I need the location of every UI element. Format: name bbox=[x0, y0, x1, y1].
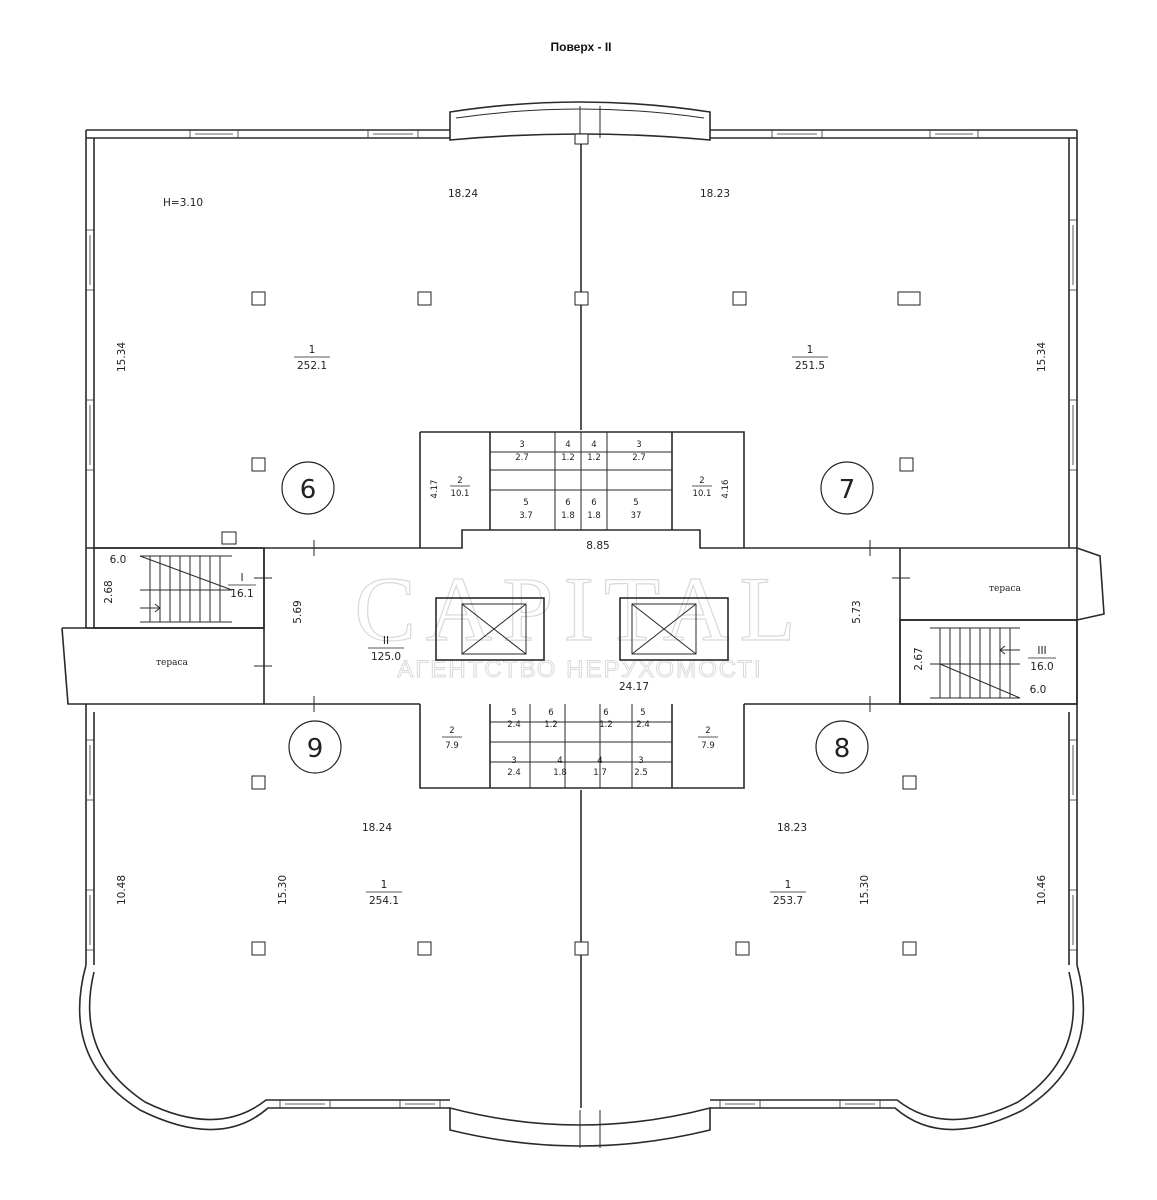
office-9-number: 1 bbox=[381, 879, 388, 891]
dim-bottom-left-width: 18.24 bbox=[362, 822, 392, 834]
office-8-number: 1 bbox=[785, 879, 792, 891]
terrace-right-label: тераса bbox=[989, 584, 1021, 594]
interior-walls bbox=[93, 140, 1078, 1108]
stair-I-number: I bbox=[240, 572, 243, 584]
wet-top-area: 1.2 bbox=[587, 453, 601, 463]
wet-bottom-area: 1.7 bbox=[593, 768, 607, 778]
office-7-area: 251.5 bbox=[795, 360, 825, 372]
wet-top-num: 6 bbox=[565, 498, 570, 508]
dim-stair-III-width: 6.0 bbox=[1030, 684, 1047, 696]
wet-top-area: 1.8 bbox=[561, 511, 575, 521]
wet-top-num: 6 bbox=[591, 498, 596, 508]
wet-bottom-area: 1.2 bbox=[599, 720, 613, 730]
watermark: CAPITAL АГЕНТСТВО НЕРУХОМОСТІ bbox=[354, 557, 805, 683]
height-note: H=3.10 bbox=[163, 197, 203, 209]
dim-right-top-height: 15.34 bbox=[1036, 342, 1048, 372]
wet-top-num: 4 bbox=[591, 440, 596, 450]
dim-5-73: 5.73 bbox=[851, 600, 863, 623]
unit-number-8: 8 bbox=[834, 734, 851, 764]
dim-8-85: 8.85 bbox=[586, 540, 609, 552]
office-8-area: 253.7 bbox=[773, 895, 803, 907]
dim-2-68: 2.68 bbox=[103, 580, 115, 603]
wet-bottom-num: 6 bbox=[548, 708, 553, 718]
dim-4-17: 4.17 bbox=[430, 480, 440, 499]
unit-number-9: 9 bbox=[307, 734, 324, 764]
watermark-main: CAPITAL bbox=[354, 558, 805, 660]
wet-bottom-area: 2.5 bbox=[634, 768, 648, 778]
wet-top-area: 1.8 bbox=[587, 511, 601, 521]
stair-I-area: 16.1 bbox=[230, 588, 253, 600]
wet-bottom-area: 2.4 bbox=[507, 768, 521, 778]
wet-bottom-num: 5 bbox=[511, 708, 516, 718]
wet-top-area: 2.7 bbox=[632, 453, 646, 463]
office-6-area: 252.1 bbox=[297, 360, 327, 372]
dim-top-right-width: 18.23 bbox=[700, 188, 730, 200]
wet-bottom-num: 3 bbox=[638, 756, 643, 766]
wet-bottom-num: 4 bbox=[597, 756, 602, 766]
wet-top-num: 2 bbox=[699, 476, 704, 486]
wet-top-area: 37 bbox=[631, 511, 642, 521]
dim-bottom-right-width: 18.23 bbox=[777, 822, 807, 834]
wet-top-area: 2.7 bbox=[515, 453, 529, 463]
wet-bottom-num: 4 bbox=[557, 756, 562, 766]
dim-left-top-height: 15.34 bbox=[116, 342, 128, 372]
wet-bottom-area: 7.9 bbox=[445, 741, 459, 751]
dimension-labels: 18.24 18.23 15.34 15.34 4.17 4.16 8.85 6… bbox=[103, 188, 1048, 905]
wet-top-num: 3 bbox=[636, 440, 641, 450]
wet-bottom-num: 6 bbox=[603, 708, 608, 718]
office-labels: H=3.10 1 252.1 1 251.5 1 254.1 1 253.7 bbox=[163, 197, 828, 907]
dim-5-69: 5.69 bbox=[292, 600, 304, 623]
dim-right-bottom-height: 15.30 bbox=[859, 875, 871, 905]
dim-left-bottom-height: 15.30 bbox=[277, 875, 289, 905]
unit-markers: 6 7 8 9 bbox=[281, 461, 874, 774]
dim-10-46: 10.46 bbox=[1036, 875, 1048, 905]
hall-II-number: II bbox=[383, 635, 389, 647]
office-9-area: 254.1 bbox=[369, 895, 399, 907]
dim-2-67: 2.67 bbox=[913, 647, 925, 670]
floor-title: Поверх - II bbox=[550, 40, 611, 54]
wet-bottom-num: 3 bbox=[511, 756, 516, 766]
wet-bottom-area: 2.4 bbox=[636, 720, 650, 730]
wet-top-num: 4 bbox=[565, 440, 570, 450]
wet-top-area: 10.1 bbox=[693, 489, 712, 499]
dim-10-48: 10.48 bbox=[116, 875, 128, 905]
unit-number-6: 6 bbox=[300, 475, 317, 505]
dim-top-left-width: 18.24 bbox=[448, 188, 478, 200]
wet-top-num: 3 bbox=[519, 440, 524, 450]
wet-bottom-num: 2 bbox=[449, 726, 454, 736]
wet-bottom-area: 2.4 bbox=[507, 720, 521, 730]
wet-top-num: 5 bbox=[523, 498, 528, 508]
wet-bottom-area: 1.8 bbox=[553, 768, 567, 778]
wet-top-num: 5 bbox=[633, 498, 638, 508]
wet-bottom-num: 5 bbox=[640, 708, 645, 718]
unit-number-7: 7 bbox=[839, 475, 856, 505]
public-labels: I 16.1 II 125.0 III 16.0 тераса тераса bbox=[156, 572, 1056, 673]
wet-rooms-top: 2 10.1 3 2.7 4 1.2 4 1.2 3 2.7 2 10.1 5 … bbox=[450, 440, 712, 521]
stair-III-area: 16.0 bbox=[1030, 661, 1053, 673]
office-7-number: 1 bbox=[807, 344, 814, 356]
office-6-number: 1 bbox=[309, 344, 316, 356]
dim-4-16: 4.16 bbox=[721, 480, 731, 499]
dim-stair-I-width: 6.0 bbox=[110, 554, 127, 566]
hall-II-area: 125.0 bbox=[371, 651, 401, 663]
wet-bottom-area: 7.9 bbox=[701, 741, 715, 751]
columns bbox=[221, 133, 921, 956]
wet-top-num: 2 bbox=[457, 476, 462, 486]
dim-24-17: 24.17 bbox=[619, 681, 649, 693]
wet-rooms-bottom: 2 7.9 5 2.4 6 1.2 6 1.2 5 2.4 2 7.9 3 2.… bbox=[442, 708, 718, 778]
wet-top-area: 10.1 bbox=[451, 489, 470, 499]
wet-top-area: 1.2 bbox=[561, 453, 575, 463]
wet-bottom-area: 1.2 bbox=[544, 720, 558, 730]
wet-top-area: 3.7 bbox=[519, 511, 533, 521]
terrace-left-label: тераса bbox=[156, 658, 188, 668]
stair-III-number: III bbox=[1037, 645, 1046, 657]
wet-bottom-num: 2 bbox=[705, 726, 710, 736]
